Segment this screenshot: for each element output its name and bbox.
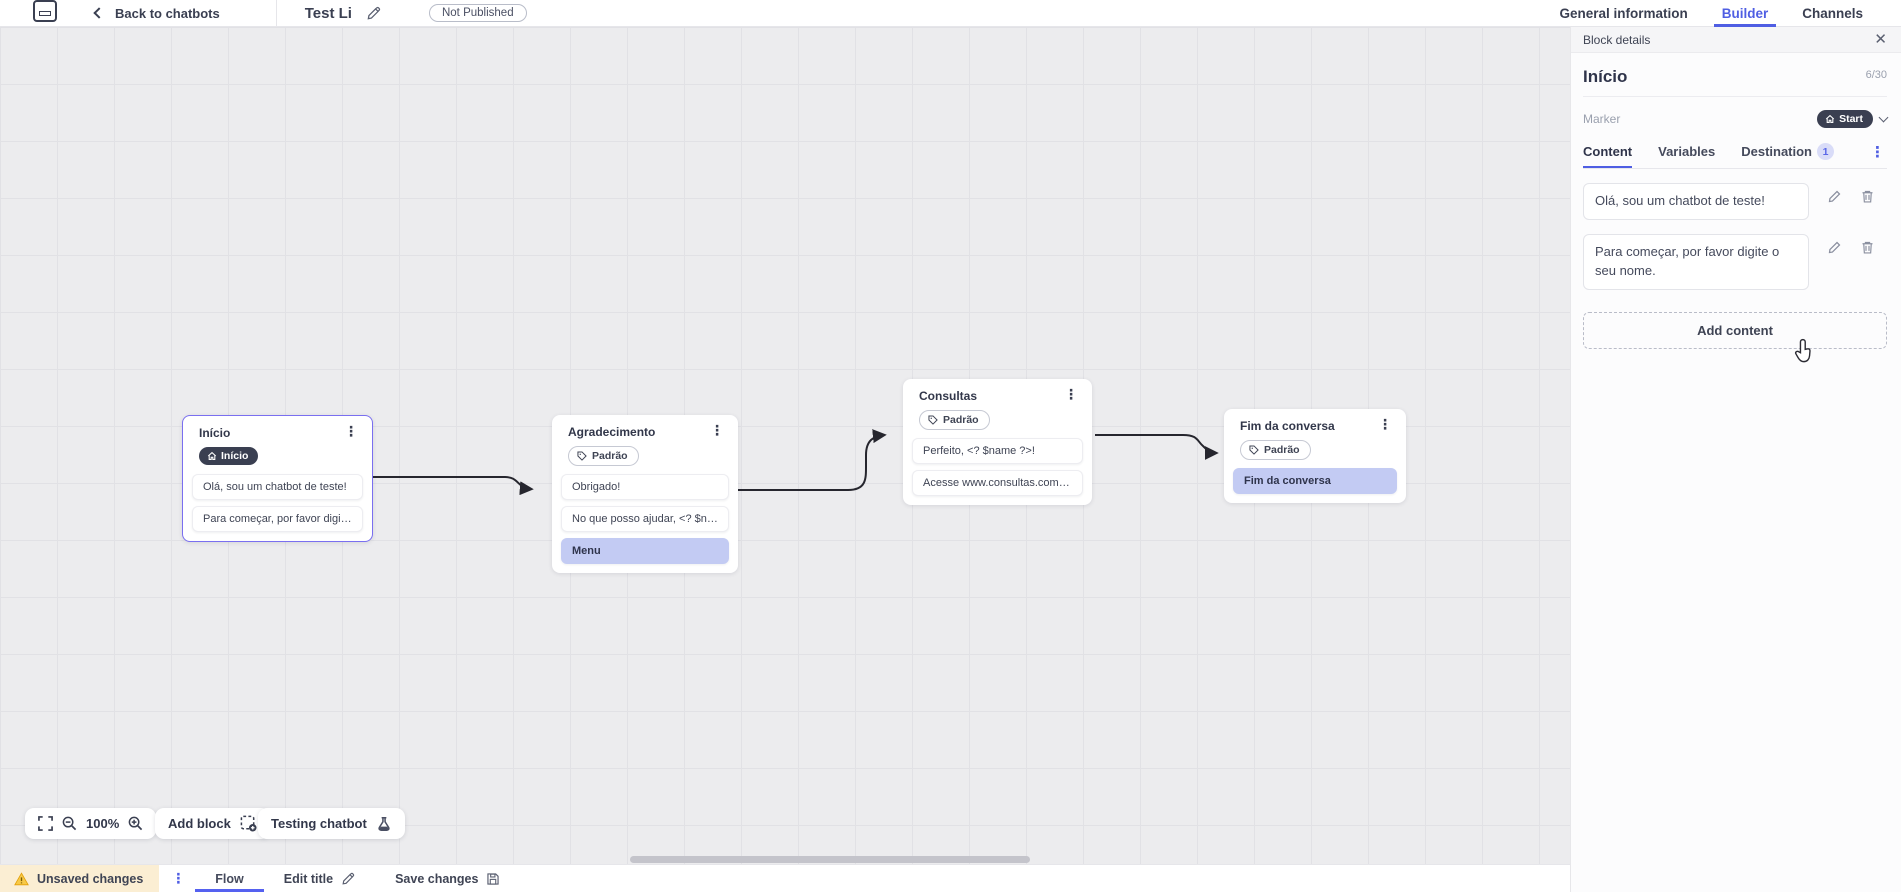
content-message-card[interactable]: Para começar, por favor digite o seu nom…: [1583, 233, 1809, 290]
marker-start-button[interactable]: Start: [1817, 110, 1873, 128]
add-block-button[interactable]: Add block: [155, 808, 270, 839]
block-end-card[interactable]: Fim da conversa: [1233, 468, 1397, 494]
trash-icon[interactable]: [1860, 189, 1875, 204]
add-content-button[interactable]: Add content: [1583, 311, 1887, 349]
tab-general-information[interactable]: General information: [1559, 6, 1688, 21]
block-title: Início: [199, 426, 231, 440]
top-bar: Back to chatbots Test Li Not Published G…: [0, 0, 1901, 27]
tag-badge: Padrão: [919, 410, 990, 430]
flow-title: Test Li: [304, 4, 352, 22]
edit-title-button[interactable]: Edit title: [264, 865, 375, 892]
add-block-icon: [240, 815, 257, 832]
fullscreen-icon[interactable]: [38, 816, 53, 831]
bottom-menu-icon[interactable]: ⋮: [171, 870, 186, 886]
tag-icon: [577, 451, 587, 461]
content-item-row: Olá, sou um chatbot de teste!: [1583, 183, 1887, 220]
content-message-card[interactable]: Olá, sou um chatbot de teste!: [1583, 183, 1809, 220]
divider: [275, 0, 277, 27]
pencil-icon[interactable]: [1827, 240, 1842, 255]
block-name-input[interactable]: Início: [1583, 67, 1628, 86]
tab-content[interactable]: Content: [1583, 144, 1633, 168]
block-details-panel: Block details ✕ Início 6/30 Marker Start…: [1570, 27, 1901, 892]
marker-label: Marker: [1583, 112, 1621, 126]
close-icon[interactable]: ✕: [1874, 31, 1887, 48]
bottom-bar: Unsaved changes ⋮ Flow Edit title Save c…: [0, 864, 1570, 892]
block-title: Agradecimento: [568, 425, 656, 439]
flask-icon: [378, 816, 390, 831]
tab-flow[interactable]: Flow: [195, 865, 265, 892]
pencil-icon: [367, 6, 381, 19]
flow-block-fim[interactable]: Fim da conversa ⋮ Padrão Fim da conversa: [1224, 409, 1406, 503]
tab-variables[interactable]: Variables: [1658, 144, 1716, 159]
block-title: Consultas: [919, 389, 978, 403]
block-message-card[interactable]: Olá, sou um chatbot de teste!: [192, 474, 363, 500]
block-message-card[interactable]: Para começar, por favor digite o ...: [192, 506, 363, 532]
zoom-level: 100%: [86, 816, 120, 831]
start-badge: Início: [199, 447, 259, 465]
block-menu-icon[interactable]: ⋮: [1378, 416, 1392, 432]
block-message-card[interactable]: No que posso ajudar, <? $name ...: [561, 506, 729, 532]
back-label: Back to chatbots: [115, 5, 220, 21]
destination-count-badge: 1: [1817, 143, 1835, 160]
panel-title: Block details: [1583, 32, 1651, 47]
tag-icon: [928, 415, 938, 425]
tab-channels[interactable]: Channels: [1802, 6, 1863, 21]
trash-icon[interactable]: [1860, 240, 1875, 255]
tag-badge: Padrão: [568, 446, 639, 466]
tag-badge: Padrão: [1240, 440, 1311, 460]
flow-block-agradecimento[interactable]: Agradecimento ⋮ Padrão Obrigado! No que …: [552, 415, 738, 573]
back-to-chatbots-button[interactable]: Back to chatbots: [93, 5, 220, 21]
status-badge: Not Published: [428, 4, 527, 22]
tag-icon: [1249, 445, 1259, 455]
block-message-card[interactable]: Perfeito, <? $name ?>!: [912, 438, 1083, 464]
save-icon: [487, 872, 500, 885]
save-changes-button[interactable]: Save changes: [375, 865, 520, 892]
app-logo-icon[interactable]: [33, 0, 57, 22]
warning-icon: [14, 871, 29, 885]
content-item-row: Para começar, por favor digite o seu nom…: [1583, 233, 1887, 290]
flow-block-inicio[interactable]: Início ⋮ Início Olá, sou um chatbot de t…: [182, 415, 373, 542]
tab-builder[interactable]: Builder: [1713, 0, 1776, 27]
block-menu-icon[interactable]: ⋮: [344, 423, 358, 439]
edit-flow-title-button[interactable]: [366, 6, 381, 21]
zoom-out-icon[interactable]: [62, 816, 77, 831]
home-icon: [207, 451, 217, 460]
tab-destination[interactable]: Destination 1: [1741, 143, 1835, 168]
block-menu-icon[interactable]: ⋮: [1064, 386, 1078, 402]
unsaved-changes-indicator: Unsaved changes: [0, 865, 160, 892]
flow-block-consultas[interactable]: Consultas ⋮ Padrão Perfeito, <? $name ?>…: [903, 379, 1092, 505]
zoom-in-icon[interactable]: [128, 816, 143, 831]
zoom-controls[interactable]: 100%: [25, 808, 157, 839]
testing-chatbot-button[interactable]: Testing chatbot: [258, 808, 405, 839]
block-menu-card[interactable]: Menu: [561, 538, 729, 564]
block-menu-icon[interactable]: ⋮: [710, 422, 724, 438]
block-message-card[interactable]: Obrigado!: [561, 474, 729, 500]
canvas-horizontal-scrollbar[interactable]: [630, 856, 1030, 863]
panel-menu-icon[interactable]: ⋮: [1870, 144, 1885, 161]
home-icon: [1825, 114, 1835, 123]
chevron-down-icon[interactable]: [1878, 112, 1889, 123]
pencil-icon[interactable]: [1827, 189, 1842, 204]
chevron-left-icon: [93, 7, 105, 19]
block-title: Fim da conversa: [1240, 419, 1335, 433]
pencil-icon: [342, 872, 355, 885]
char-counter: 6/30: [1865, 69, 1887, 81]
block-message-card[interactable]: Acesse www.consultas.com par...: [912, 470, 1083, 496]
